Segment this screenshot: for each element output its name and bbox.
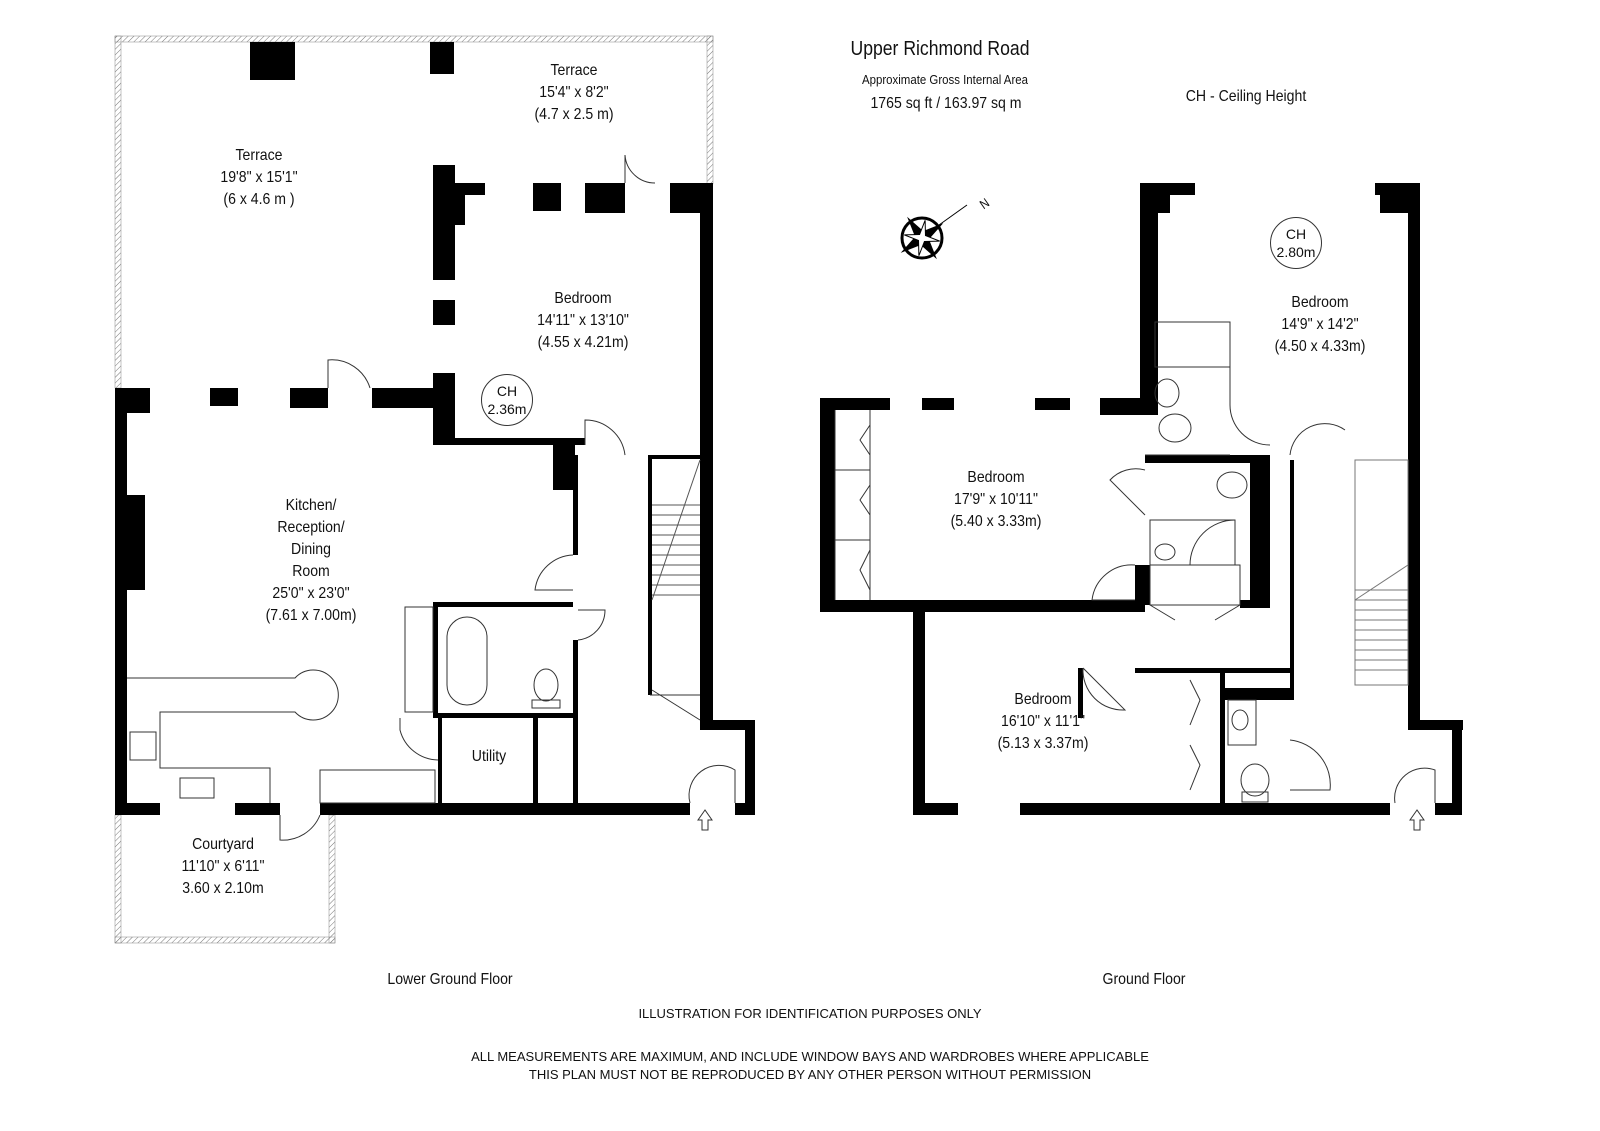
ground-floor-walls [820, 183, 1463, 815]
disclaimer-identification: ILLUSTRATION FOR IDENTIFICATION PURPOSES… [638, 1006, 982, 1021]
room-utility: Utility [471, 748, 507, 765]
property-title: Upper Richmond Road [850, 38, 1030, 60]
floor-label-lower-ground: Lower Ground Floor [387, 971, 513, 988]
terrace-boundary [114, 35, 714, 944]
ceiling-height-legend: CH - Ceiling Height [1185, 88, 1307, 105]
floor-label-ground: Ground Floor [1102, 971, 1186, 988]
disclaimer-copyright: THIS PLAN MUST NOT BE REPRODUCED BY ANY … [528, 1067, 1092, 1082]
lower-ground-fixtures [127, 154, 736, 841]
compass-icon [900, 204, 968, 260]
area-value: 1765 sq ft / 163.97 sq m [870, 95, 1022, 112]
disclaimer-measurements: ALL MEASUREMENTS ARE MAXIMUM, AND INCLUD… [471, 1049, 1149, 1064]
lower-ground-walls [115, 42, 755, 815]
ground-floor-fixtures [834, 321, 1436, 831]
area-label: Approximate Gross Internal Area [862, 72, 1028, 87]
